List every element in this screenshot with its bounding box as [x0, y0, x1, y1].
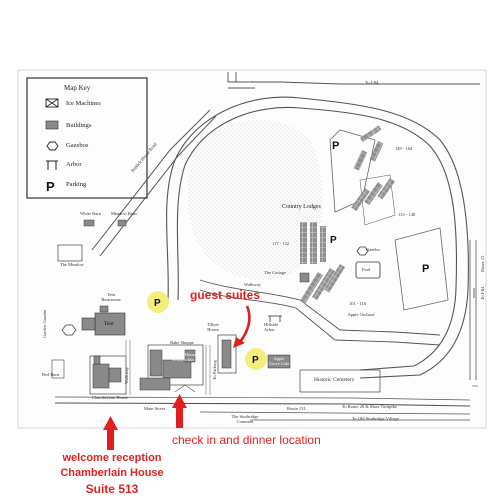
pool: [355, 261, 381, 279]
label-garden-gazebo: Garden Gazebo: [42, 309, 47, 338]
parking-marker-center: P: [330, 235, 337, 246]
label-apple-grove-cafe: Apple Grove Cafe: [268, 356, 290, 366]
lodges-117-132: [300, 222, 326, 264]
label-to-i84-right: To I-84: [480, 286, 485, 300]
annotation-guest-suites: guest suites: [190, 288, 261, 302]
label-to-i84-top: To I-84: [365, 80, 379, 85]
label-chamberlain-house: Chamberlain House: [92, 395, 128, 400]
map-key-box: [26, 77, 148, 199]
label-meadow-barn: Meadow Barn: [111, 211, 137, 216]
highlight-parking-tillyer: [245, 348, 267, 370]
parking-marker-lodges: P: [332, 140, 339, 152]
key-label-gazebos: Gazebos: [66, 142, 89, 149]
key-label-parking: Parking: [66, 181, 87, 188]
chamberlain-house-building: [89, 355, 127, 395]
key-label-arbor: Arbor: [66, 161, 82, 168]
map-key-title: Map Key: [64, 84, 91, 92]
label-lodges-101-116: 101 - 116: [349, 301, 367, 306]
road-top: [227, 72, 480, 85]
label-main-street: Main Street: [144, 406, 166, 411]
label-to-old-sturbridge: To Old Sturbridge Village: [352, 416, 399, 421]
gazebo-icon: [46, 141, 59, 151]
label-walkway: Walkway: [244, 282, 261, 287]
ice-machine-icon: [45, 98, 59, 108]
label-walkway-2: Walkway: [124, 367, 129, 384]
parking-icon: P: [46, 179, 55, 194]
key-label-buildings: Buildings: [66, 122, 92, 129]
tillyer-house-building: [217, 334, 237, 374]
parking-marker-east: P: [422, 263, 429, 275]
building-icon: [45, 120, 59, 130]
parking-marker-inn: P: [154, 298, 161, 309]
label-route-131: Route 131: [287, 406, 306, 411]
lodges-149-164: [353, 125, 384, 171]
label-gazebo: Gazebo: [366, 247, 380, 252]
arbor-icon: [46, 160, 58, 170]
annotation-welcome-line3: Suite 513: [85, 482, 139, 496]
label-apple-orchard: Apple Orchard: [347, 312, 375, 317]
welcome-arrow: [103, 416, 118, 450]
road-perimeter: [166, 96, 469, 379]
label-lodges-149-164: 149 - 164: [395, 146, 413, 151]
annotation-check-in: check in and dinner location: [172, 433, 321, 447]
label-sturbridge-common: The Sturbridge Common: [231, 414, 259, 424]
lodges-133-148: [351, 178, 395, 212]
label-country-lodges: Country Lodges: [282, 204, 321, 210]
label-the-meadow: The Meadow: [60, 262, 84, 267]
label-lodges-133-148: 133 - 148: [398, 212, 416, 217]
label-tent-restrooms: Tent Restrooms: [101, 292, 121, 302]
label-historic-cemetery: Historic Cemetery: [314, 377, 355, 383]
label-pool: Pool: [362, 267, 371, 272]
publick-house-inn-building: [139, 344, 204, 391]
lodges-101-116: [299, 263, 346, 305]
apple-grove-cafe-building: [267, 354, 291, 369]
label-to-route-20: To Route 20 & Mass Turnpike: [342, 404, 397, 409]
label-tillyer-house: Tillyer House: [206, 322, 220, 332]
guest-suites-arrow: [238, 305, 251, 343]
check-in-arrow: [172, 394, 187, 428]
label-hillside-arbor: Hillside Arbor: [264, 322, 279, 332]
label-tent: Tent: [104, 321, 114, 327]
label-route-15: Route 15: [480, 255, 485, 272]
label-the-cottage: The Cottage: [264, 270, 287, 275]
label-lodges-117-132: 117 - 132: [272, 241, 290, 246]
key-label-ice: Ice Machines: [66, 100, 101, 107]
label-white-barn: White Barn: [80, 211, 101, 216]
historic-cemetery-area: [299, 369, 381, 393]
label-red-barn: Red Barn: [42, 372, 60, 377]
the-meadow-area: [188, 120, 323, 280]
annotation-welcome-line1: welcome reception: [62, 452, 162, 464]
label-publick-house-inn: Publick House Historic Inn: [169, 352, 197, 362]
gazebo-marker: [356, 246, 369, 256]
annotation-welcome-line2: Chamberlain House: [60, 467, 164, 479]
main-street-road: [54, 402, 471, 407]
highlight-parking-inn: [147, 291, 169, 313]
the-cottage-building: [299, 272, 310, 283]
parking-marker-tillyer: P: [252, 355, 259, 366]
label-to-parking: To Parking: [212, 360, 217, 380]
label-bake-shoppe: Bake Shoppe: [170, 340, 194, 345]
